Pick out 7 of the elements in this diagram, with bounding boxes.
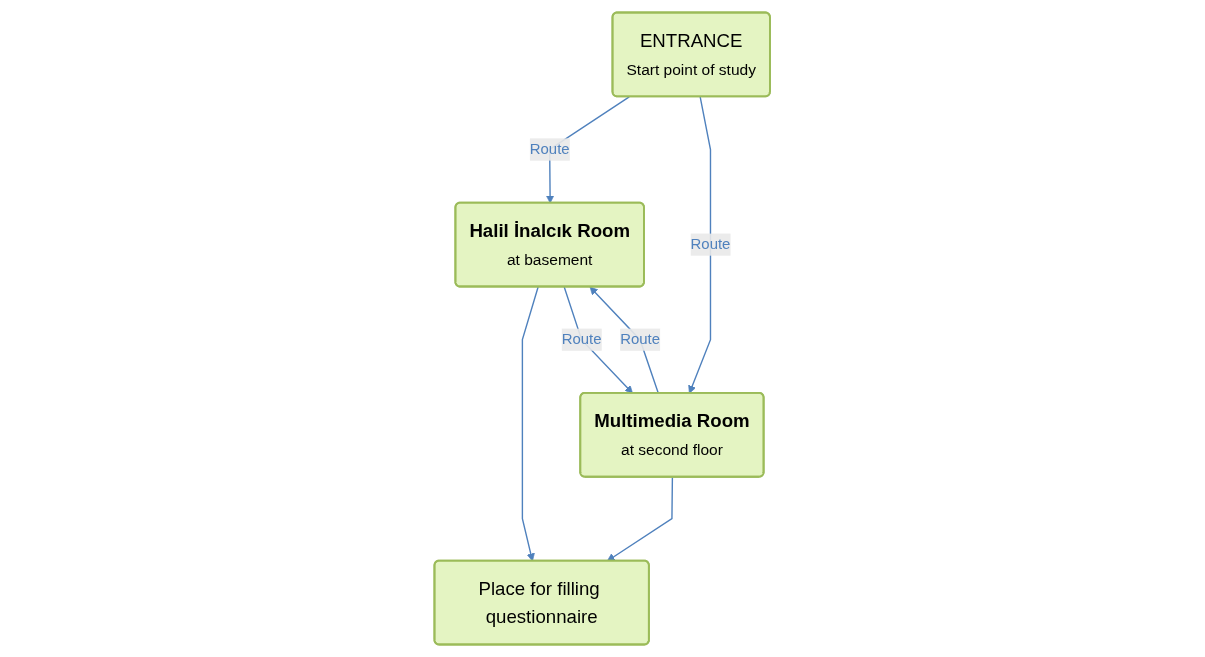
- edge-label: Route: [690, 236, 731, 253]
- edge-label: Route: [620, 331, 661, 348]
- arrow: [688, 96, 712, 394]
- arrow: [607, 476, 674, 562]
- arrow: [522, 286, 540, 562]
- edge-label: Route: [561, 331, 602, 348]
- edge-label: Route: [530, 141, 570, 157]
